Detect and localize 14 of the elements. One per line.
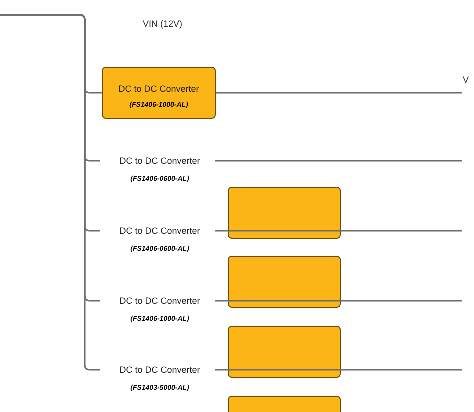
output-label: V [463, 75, 470, 85]
converter-block [228, 396, 341, 412]
converter-label: DC to DC Converter [118, 84, 200, 94]
converter-node [228, 187, 341, 239]
converter-label: DC to DC Converter [120, 365, 200, 375]
voltage-label: VIN (12V) [143, 19, 183, 29]
output-line [216, 92, 462, 94]
converter-label: DC to DC Converter [120, 156, 200, 166]
output-line [215, 160, 462, 162]
converter-node [228, 256, 341, 308]
converter-label: DC to DC Converter [120, 226, 200, 236]
converter-node [228, 326, 341, 378]
converter-label: DC to DC Converter [120, 296, 200, 306]
converter-node [102, 67, 216, 119]
